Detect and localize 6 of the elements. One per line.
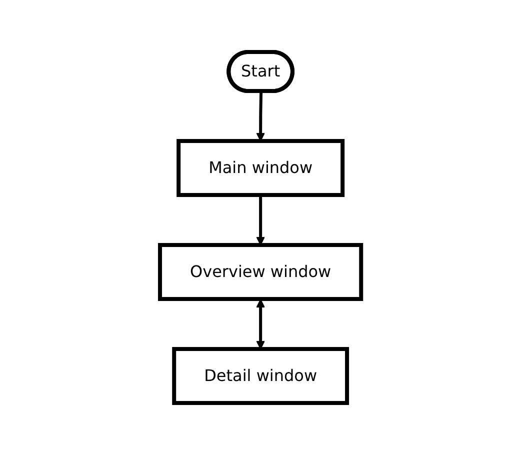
node-box: Overview window (158, 242, 364, 300)
arrow (256, 194, 265, 245)
arrow (256, 298, 265, 349)
node-box: Main window (176, 138, 344, 196)
node-box: Detail window (172, 346, 349, 404)
arrow (256, 90, 265, 141)
